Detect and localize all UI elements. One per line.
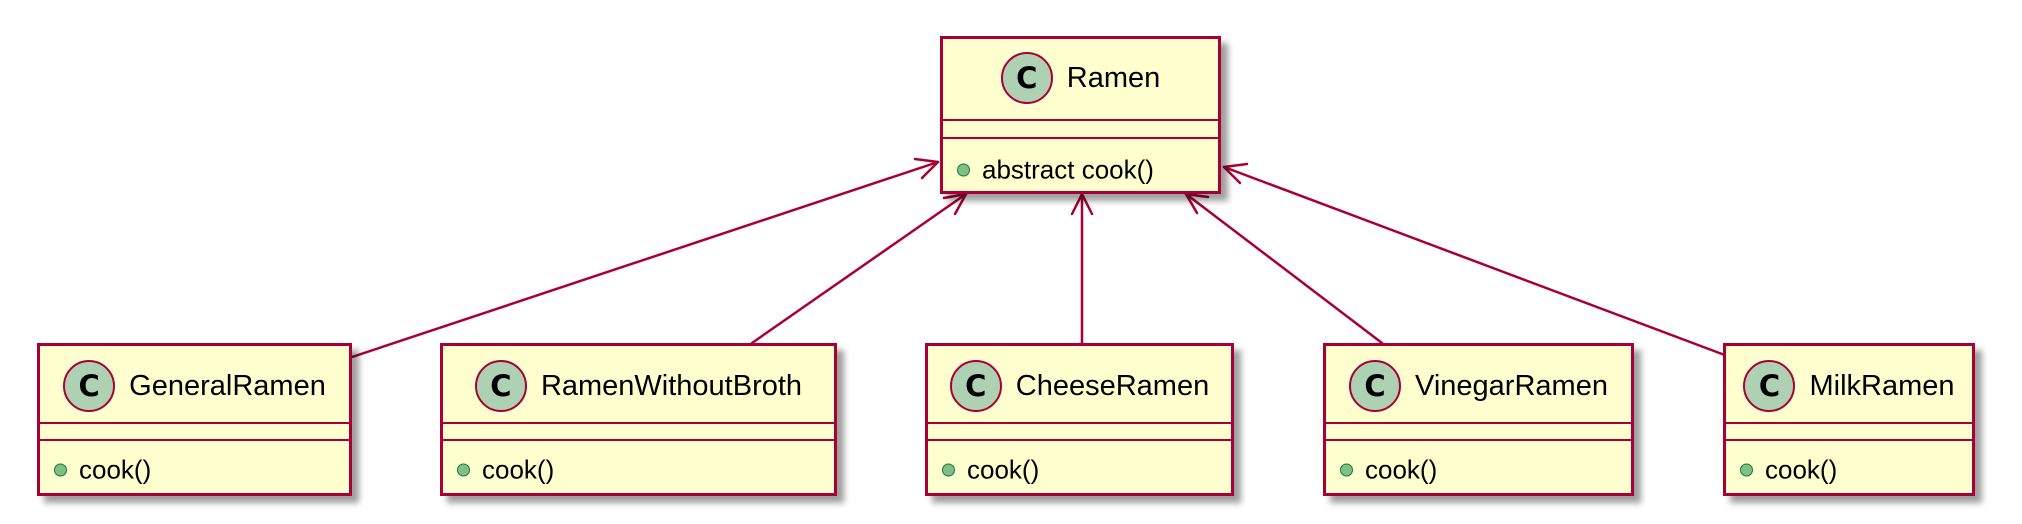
class-method: cook() <box>1340 455 1437 486</box>
public-method-icon <box>457 463 470 477</box>
class-stereotype-icon: C <box>1349 360 1402 412</box>
class-header: C RamenWithoutBroth <box>443 346 834 426</box>
class-milk-ramen[interactable]: C MilkRamen cook() <box>1723 343 1975 496</box>
edge-ramen-without-broth-to-ramen <box>750 192 968 345</box>
edge-milk-ramen-to-ramen <box>1222 162 1732 359</box>
class-method: cook() <box>54 455 151 486</box>
public-method-icon <box>54 463 67 477</box>
method-signature: cook() <box>482 454 555 485</box>
class-stereotype-icon: C <box>474 360 527 412</box>
method-signature: cook() <box>1765 454 1838 485</box>
arrowhead-icon <box>913 157 940 180</box>
class-general-ramen[interactable]: C GeneralRamen cook() <box>37 343 352 496</box>
class-divider <box>443 439 834 441</box>
method-signature: cook() <box>79 454 152 485</box>
class-cheese-ramen[interactable]: C CheeseRamen cook() <box>925 343 1234 496</box>
edge-cheese-ramen-to-ramen <box>1070 192 1094 345</box>
method-signature: abstract cook() <box>982 154 1154 185</box>
class-divider <box>1726 422 1972 424</box>
public-method-icon <box>1340 463 1353 477</box>
class-header: C VinegarRamen <box>1326 346 1631 426</box>
class-divider <box>1326 439 1631 441</box>
edge-general-ramen-to-ramen <box>350 157 940 359</box>
arrowhead-icon <box>942 192 968 216</box>
class-method: cook() <box>457 455 554 486</box>
class-stereotype-icon: C <box>1743 360 1796 412</box>
public-method-icon <box>1740 463 1753 477</box>
public-method-icon <box>942 463 955 477</box>
arrowhead-icon <box>1222 162 1249 185</box>
class-name: MilkRamen <box>1809 369 1955 402</box>
class-name: RamenWithoutBroth <box>540 369 803 402</box>
class-stereotype-icon: C <box>949 360 1002 412</box>
edge-vinegar-ramen-to-ramen <box>1184 192 1384 345</box>
public-method-icon <box>957 163 970 177</box>
class-stereotype-icon: C <box>1000 52 1053 104</box>
class-divider <box>443 422 834 424</box>
class-divider <box>40 422 349 424</box>
class-divider <box>943 137 1218 139</box>
class-method: cook() <box>942 455 1039 486</box>
class-divider <box>1326 422 1631 424</box>
class-header: C Ramen <box>943 39 1218 117</box>
class-name: VinegarRamen <box>1415 369 1608 402</box>
class-header: C GeneralRamen <box>40 346 349 426</box>
class-vinegar-ramen[interactable]: C VinegarRamen cook() <box>1323 343 1634 496</box>
class-stereotype-icon: C <box>63 360 116 412</box>
class-divider <box>928 422 1231 424</box>
class-method: abstract cook() <box>957 155 1154 186</box>
class-ramen[interactable]: C Ramen abstract cook() <box>940 36 1221 194</box>
class-header: C MilkRamen <box>1726 346 1972 426</box>
class-name: GeneralRamen <box>129 369 326 402</box>
class-header: C CheeseRamen <box>928 346 1231 426</box>
arrowhead-icon <box>1070 192 1094 216</box>
class-method: cook() <box>1740 455 1837 486</box>
arrowhead-icon <box>1184 192 1210 215</box>
class-divider <box>943 119 1218 121</box>
class-name: CheeseRamen <box>1015 369 1210 402</box>
class-divider <box>1726 439 1972 441</box>
class-divider <box>928 439 1231 441</box>
class-name: Ramen <box>1066 61 1161 94</box>
method-signature: cook() <box>967 454 1040 485</box>
class-divider <box>40 439 349 441</box>
method-signature: cook() <box>1365 454 1438 485</box>
class-ramen-without-broth[interactable]: C RamenWithoutBroth cook() <box>440 343 837 496</box>
